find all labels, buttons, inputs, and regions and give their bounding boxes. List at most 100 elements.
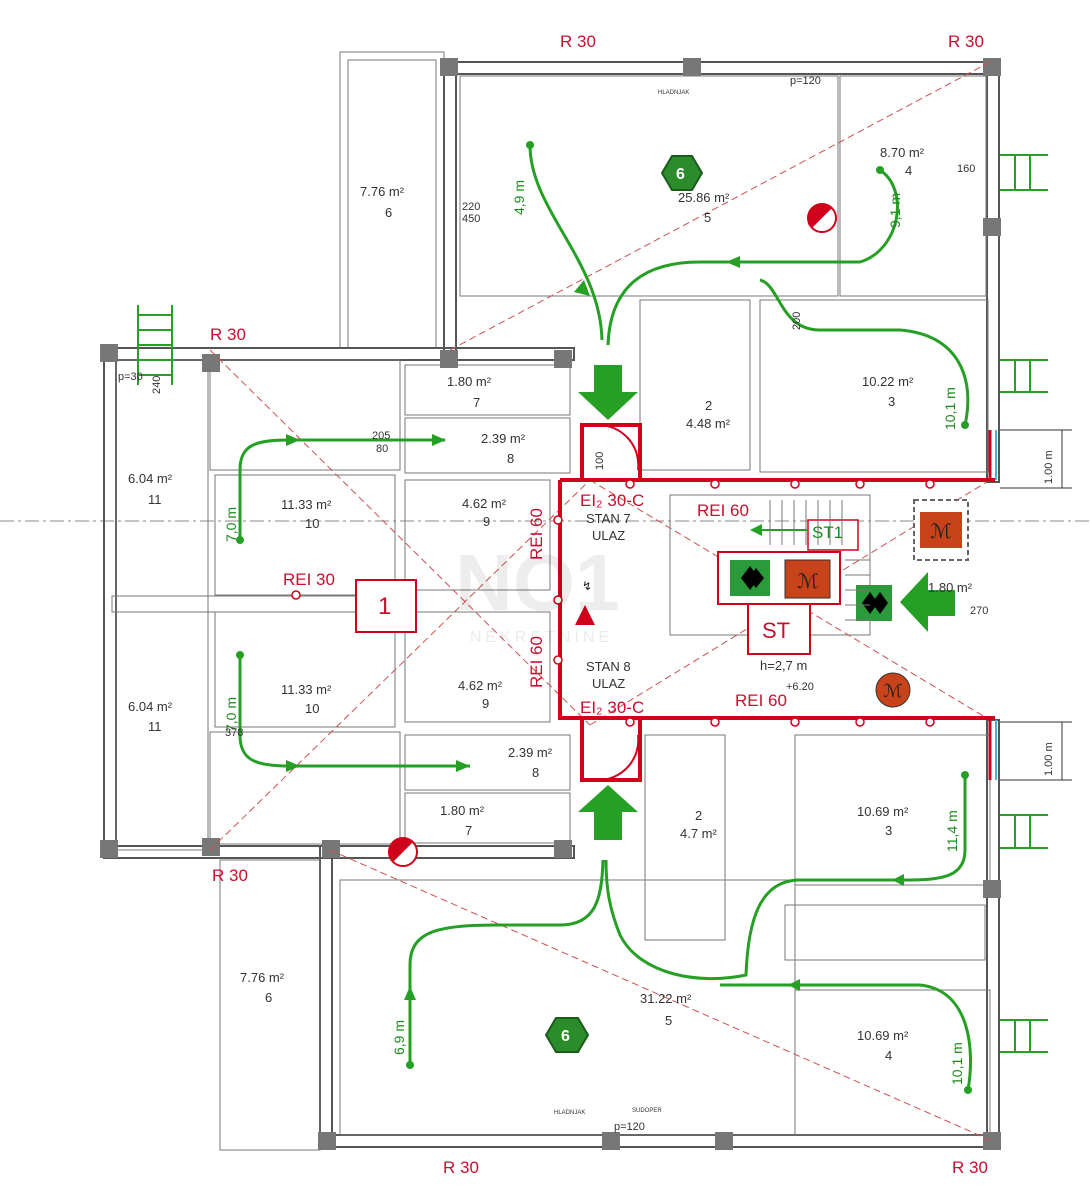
svg-text:7: 7 bbox=[473, 395, 480, 410]
svg-text:10,1 m: 10,1 m bbox=[942, 387, 958, 430]
svg-text:11: 11 bbox=[148, 719, 162, 734]
svg-text:31.22 m²: 31.22 m² bbox=[640, 991, 692, 1006]
svg-text:11,4 m: 11,4 m bbox=[944, 810, 960, 852]
smoke-detector-icon bbox=[875, 672, 911, 708]
svg-text:ℳ: ℳ bbox=[797, 571, 818, 593]
svg-text:11.33 m²: 11.33 m² bbox=[281, 497, 332, 512]
svg-text:2: 2 bbox=[695, 808, 702, 823]
svg-text:4.7 m²: 4.7 m² bbox=[680, 826, 718, 841]
svg-text:8: 8 bbox=[532, 765, 539, 780]
r30-label: R 30 bbox=[443, 1158, 479, 1177]
svg-text:9: 9 bbox=[482, 696, 489, 711]
watermark-sub: NEKRETNINE bbox=[470, 629, 613, 646]
one-m-label: 1.00 m bbox=[1043, 742, 1055, 776]
svg-text:200: 200 bbox=[791, 312, 803, 330]
r30-label: R 30 bbox=[560, 32, 596, 51]
svg-text:8.70 m²: 8.70 m² bbox=[880, 145, 925, 160]
ei30c-label: EI₂ 30-C bbox=[580, 491, 644, 510]
fire-walls bbox=[291, 423, 997, 782]
svg-text:100: 100 bbox=[594, 452, 606, 470]
svg-text:205: 205 bbox=[372, 430, 390, 442]
svg-text:4,9 m: 4,9 m bbox=[511, 180, 527, 215]
fridge-label: HLADNJAK bbox=[554, 1110, 585, 1116]
svg-text:3: 3 bbox=[885, 823, 892, 838]
svg-text:p=30: p=30 bbox=[118, 371, 143, 383]
fridge-label: HLADNJAK bbox=[658, 90, 689, 96]
svg-text:270: 270 bbox=[970, 605, 988, 617]
ei30c-label: EI₂ 30-C bbox=[580, 698, 644, 717]
svg-text:7: 7 bbox=[465, 823, 472, 838]
ulaz-label: ULAZ bbox=[592, 676, 625, 691]
svg-text:1.80 m²: 1.80 m² bbox=[440, 803, 485, 818]
svg-text:10,1 m: 10,1 m bbox=[949, 1042, 965, 1085]
svg-text:10: 10 bbox=[305, 701, 319, 716]
svg-text:3: 3 bbox=[888, 394, 895, 409]
watermark: NO1 bbox=[455, 538, 620, 627]
svg-text:25.86 m²: 25.86 m² bbox=[678, 190, 730, 205]
svg-text:1.80 m²: 1.80 m² bbox=[928, 580, 973, 595]
svg-text:6: 6 bbox=[265, 990, 272, 1005]
svg-text:7,0 m: 7,0 m bbox=[223, 507, 239, 542]
svg-text:240: 240 bbox=[151, 376, 163, 394]
smoke-vent-icon bbox=[920, 512, 962, 548]
stan7-label: STAN 7 bbox=[586, 511, 631, 526]
svg-text:2.39 m²: 2.39 m² bbox=[508, 745, 553, 760]
svg-text:p=120: p=120 bbox=[614, 1121, 645, 1133]
svg-text:4: 4 bbox=[885, 1048, 892, 1063]
svg-text:7.76 m²: 7.76 m² bbox=[240, 970, 285, 985]
svg-text:80: 80 bbox=[376, 443, 388, 455]
r30-label: R 30 bbox=[212, 866, 248, 885]
r30-label: R 30 bbox=[952, 1158, 988, 1177]
one-m-label: 1.00 m bbox=[1043, 450, 1055, 484]
svg-text:220: 220 bbox=[462, 201, 480, 213]
svg-text:7.76 m²: 7.76 m² bbox=[360, 184, 405, 199]
box-1-label: 1 bbox=[378, 593, 391, 620]
svg-text:2: 2 bbox=[705, 398, 712, 413]
rei60-label: REI 60 bbox=[735, 691, 787, 710]
symbols: ℳ ℳ ℳ ↯ bbox=[355, 155, 1072, 1053]
svg-text:p=120: p=120 bbox=[790, 75, 821, 87]
svg-text:4.62 m²: 4.62 m² bbox=[458, 678, 503, 693]
stan8-label: STAN 8 bbox=[586, 659, 631, 674]
svg-text:6,9 m: 6,9 m bbox=[391, 1020, 407, 1055]
rei60-label: REI 60 bbox=[697, 501, 749, 520]
svg-text:6: 6 bbox=[385, 205, 392, 220]
svg-text:10.69 m²: 10.69 m² bbox=[857, 1028, 909, 1043]
hex-6-label: 6 bbox=[676, 166, 685, 183]
labels: R 30 R 30 R 30 R 30 R 30 R 30 REI 30 REI… bbox=[118, 32, 1055, 1177]
svg-text:1.80 m²: 1.80 m² bbox=[447, 374, 492, 389]
svg-text:160: 160 bbox=[957, 163, 975, 175]
svg-text:5: 5 bbox=[704, 210, 711, 225]
svg-text:4.48 m²: 4.48 m² bbox=[686, 416, 731, 431]
svg-text:10.22 m²: 10.22 m² bbox=[862, 374, 914, 389]
r30-label: R 30 bbox=[948, 32, 984, 51]
svg-text:378: 378 bbox=[225, 727, 243, 739]
svg-text:4: 4 bbox=[905, 163, 912, 178]
svg-text:ℳ: ℳ bbox=[883, 681, 902, 701]
level-label: +6.20 bbox=[786, 681, 814, 693]
svg-text:450: 450 bbox=[462, 213, 480, 225]
ulaz-label: ULAZ bbox=[592, 528, 625, 543]
sink-label: SUDOPER bbox=[632, 1108, 662, 1114]
svg-text:↯: ↯ bbox=[582, 579, 592, 593]
height-label: h=2,7 m bbox=[760, 658, 807, 673]
rei60-label: REI 60 bbox=[527, 636, 546, 688]
svg-text:10: 10 bbox=[305, 516, 319, 531]
hex-6-label: 6 bbox=[561, 1028, 570, 1045]
svg-text:8: 8 bbox=[507, 451, 514, 466]
r30-label: R 30 bbox=[210, 325, 246, 344]
hexagon-icon bbox=[660, 155, 704, 191]
hexagon-icon bbox=[544, 1017, 590, 1053]
svg-text:10.69 m²: 10.69 m² bbox=[857, 804, 909, 819]
rei60-label: REI 60 bbox=[527, 508, 546, 560]
rei30-label: REI 30 bbox=[283, 570, 335, 589]
svg-text:6.04 m²: 6.04 m² bbox=[128, 471, 173, 486]
st-label: ST bbox=[762, 618, 790, 643]
svg-text:7,0 m: 7,0 m bbox=[223, 697, 239, 732]
svg-text:4.62 m²: 4.62 m² bbox=[462, 496, 507, 511]
svg-text:11: 11 bbox=[148, 492, 162, 507]
svg-text:2.39 m²: 2.39 m² bbox=[481, 431, 526, 446]
svg-text:ℳ: ℳ bbox=[930, 521, 951, 543]
svg-text:9,1 m: 9,1 m bbox=[887, 193, 903, 228]
